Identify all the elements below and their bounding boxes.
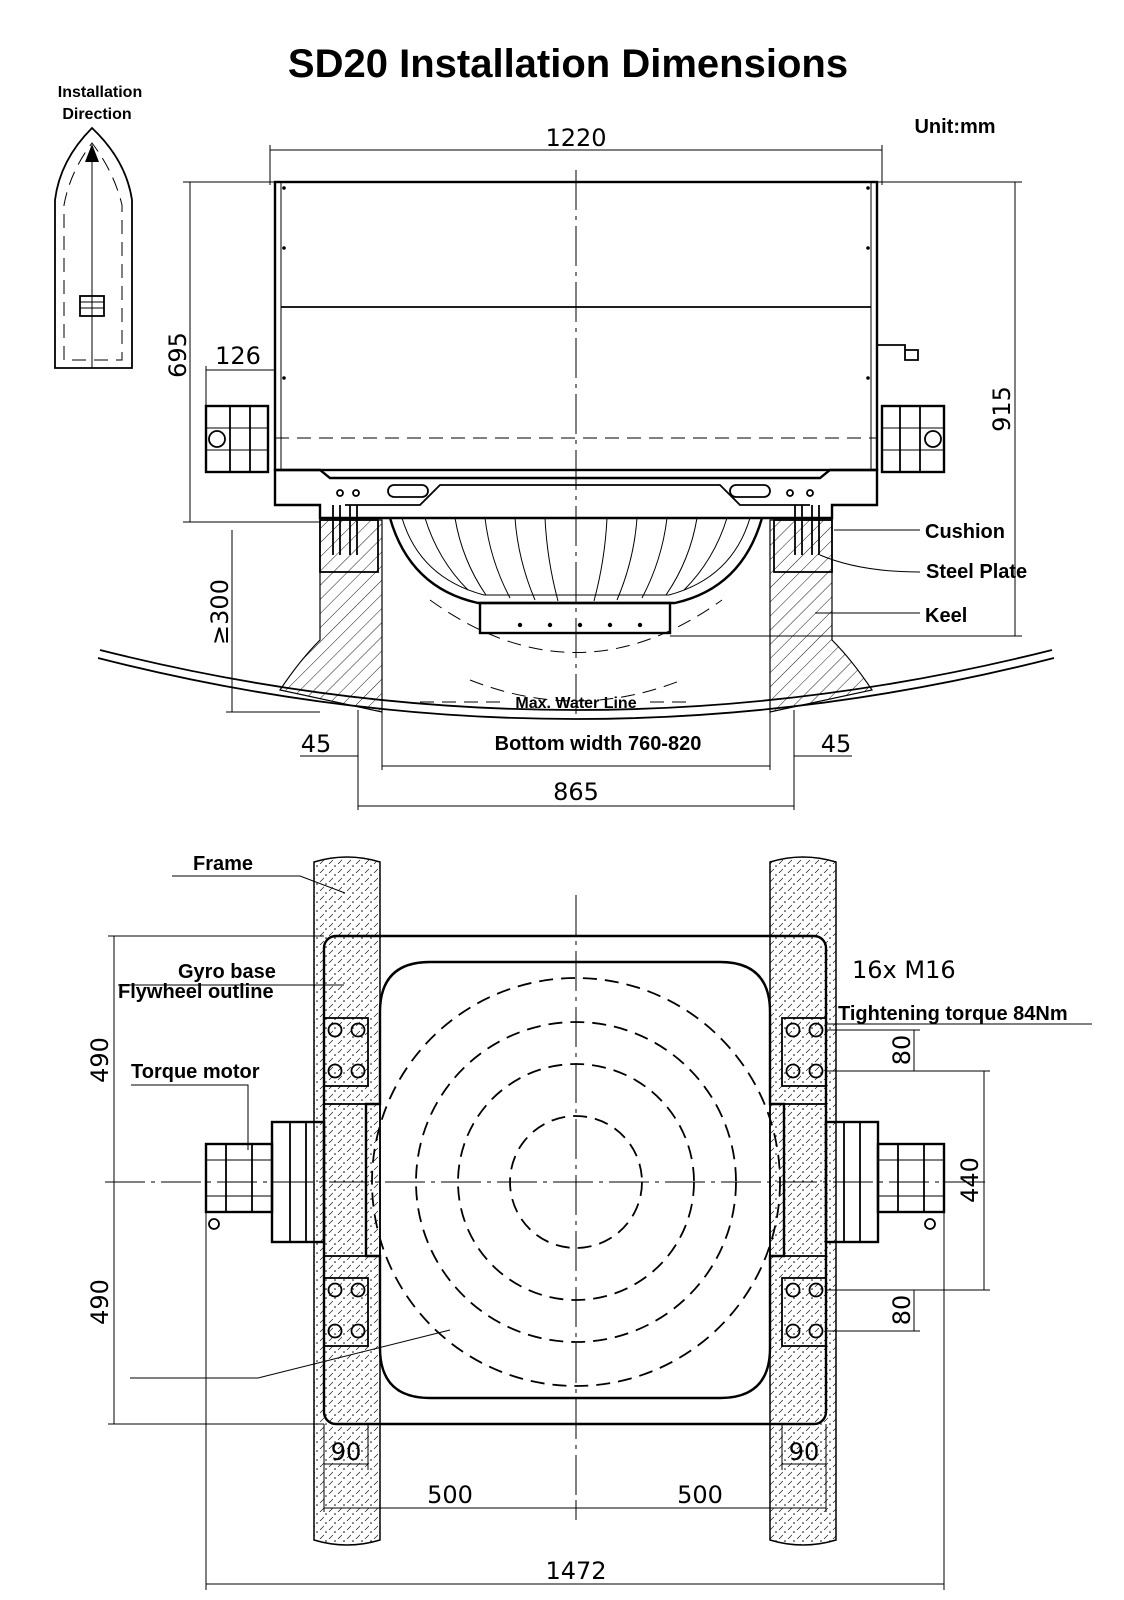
callout-frame: Frame bbox=[193, 853, 253, 875]
callout-gyro-base: Gyro base bbox=[178, 961, 276, 983]
top-view: Frame Gyro base Flywheel outline Torque … bbox=[86, 853, 1092, 1590]
dim-45-left: 45 bbox=[301, 730, 332, 758]
side-view: 1220 bbox=[97, 124, 1055, 810]
bolt-group-top-left bbox=[323, 1017, 369, 1087]
callout-cushion: Cushion bbox=[925, 521, 1005, 543]
unit-label: Unit:mm bbox=[914, 116, 995, 138]
side-right-motor bbox=[877, 344, 946, 474]
callout-flywheel: Flywheel outline bbox=[118, 981, 274, 1003]
callout-steel-plate: Steel Plate bbox=[926, 561, 1027, 583]
top-left-motor bbox=[204, 1120, 326, 1244]
dim-915: 915 bbox=[988, 386, 1016, 432]
dim-440: 440 bbox=[956, 1157, 984, 1203]
dim-500-right: 500 bbox=[677, 1481, 723, 1509]
bolt-group-bottom-right bbox=[781, 1277, 827, 1347]
dim-90-right: 90 bbox=[789, 1438, 820, 1466]
direction-label-line2: Direction bbox=[62, 106, 131, 123]
bottom-width-label: Bottom width 760-820 bbox=[495, 733, 702, 755]
page-title: SD20 Installation Dimensions bbox=[288, 42, 848, 86]
dim-490-top: 490 bbox=[86, 1037, 114, 1083]
dim-490-bottom: 490 bbox=[86, 1279, 114, 1325]
dim-1472: 1472 bbox=[545, 1557, 606, 1585]
dim-90-left: 90 bbox=[331, 1438, 362, 1466]
dim-80-bottom: 80 bbox=[888, 1295, 916, 1326]
callout-keel: Keel bbox=[925, 605, 967, 627]
callout-torque: Tightening torque 84Nm bbox=[838, 1003, 1068, 1025]
water-line-label: Max. Water Line bbox=[515, 695, 636, 712]
dim-126: 126 bbox=[215, 342, 261, 370]
callout-bolts: 16x M16 bbox=[852, 956, 956, 984]
gyro-base-outline bbox=[322, 934, 828, 1426]
dim-45-right: 45 bbox=[821, 730, 852, 758]
side-left-motor bbox=[204, 404, 270, 474]
dim-500-left: 500 bbox=[427, 1481, 473, 1509]
dim-695: 695 bbox=[164, 332, 192, 378]
side-left-keel bbox=[279, 519, 383, 713]
callout-torque-motor: Torque motor bbox=[131, 1061, 260, 1083]
frame-rail-left bbox=[313, 856, 381, 1546]
top-right-motor bbox=[824, 1120, 946, 1244]
boat-direction-icon: Installation Direction bbox=[54, 84, 142, 369]
side-right-keel bbox=[769, 519, 873, 713]
dim-300: ≥300 bbox=[206, 579, 234, 645]
dim-865: 865 bbox=[553, 778, 599, 806]
dim-80-top: 80 bbox=[888, 1035, 916, 1066]
bolt-group-bottom-left bbox=[323, 1277, 369, 1347]
bolt-group-top-right bbox=[781, 1017, 827, 1087]
direction-label-line1: Installation bbox=[58, 84, 142, 101]
dim-1220: 1220 bbox=[545, 124, 606, 152]
